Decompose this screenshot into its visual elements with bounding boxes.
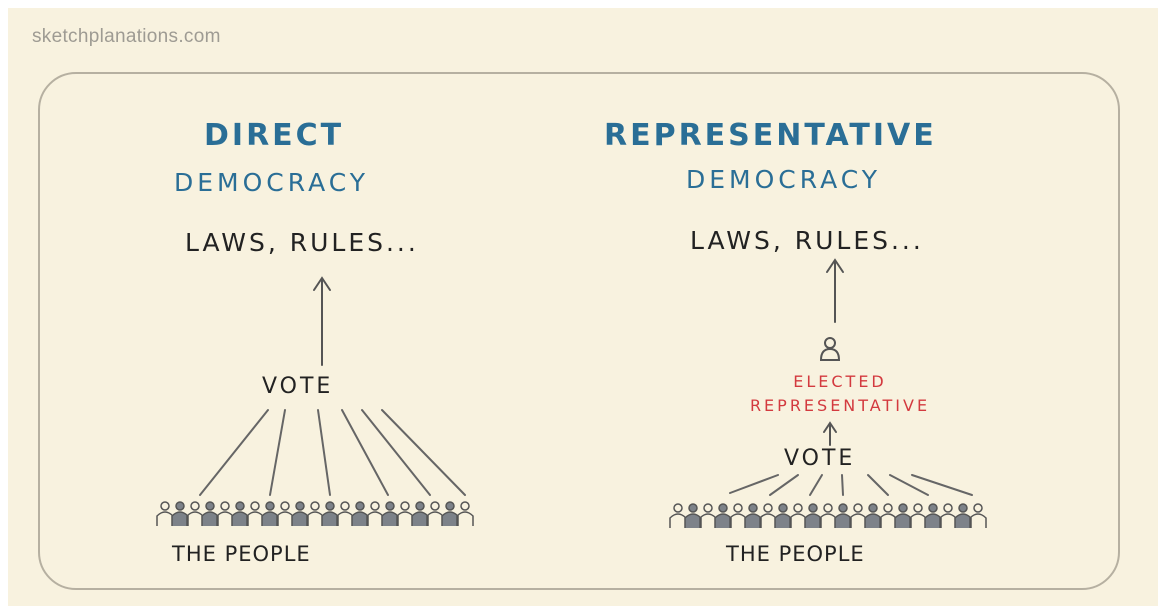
elected-representative-label: ELECTED REPRESENTATIVE <box>690 370 990 418</box>
representative-subtitle: DEMOCRACY <box>686 165 882 194</box>
direct-subtitle: DEMOCRACY <box>174 168 370 197</box>
representative-vote-lines <box>729 474 973 496</box>
direct-vote-label: VOTE <box>262 374 334 399</box>
elected-line-2: REPRESENTATIVE <box>749 396 931 415</box>
person-icon <box>819 337 841 361</box>
upward-arrow-icon <box>826 258 844 323</box>
representative-title: REPRESENTATIVE <box>604 118 937 153</box>
upward-arrow-icon <box>313 276 331 366</box>
diagram-frame <box>38 72 1120 590</box>
direct-vote-lines <box>199 409 466 496</box>
direct-laws-label: LAWS, RULES... <box>185 228 419 257</box>
site-credit: sketchplanations.com <box>32 26 221 47</box>
crowd-icon <box>669 503 987 528</box>
representative-laws-label: LAWS, RULES... <box>690 226 924 255</box>
direct-title: DIRECT <box>204 118 345 153</box>
representative-vote-label: VOTE <box>784 446 856 471</box>
crowd-icon <box>156 501 474 526</box>
upward-arrow-icon <box>823 421 837 446</box>
direct-people-label: THE PEOPLE <box>172 542 311 566</box>
representative-people-label: THE PEOPLE <box>726 542 865 566</box>
elected-line-1: ELECTED <box>793 372 887 391</box>
